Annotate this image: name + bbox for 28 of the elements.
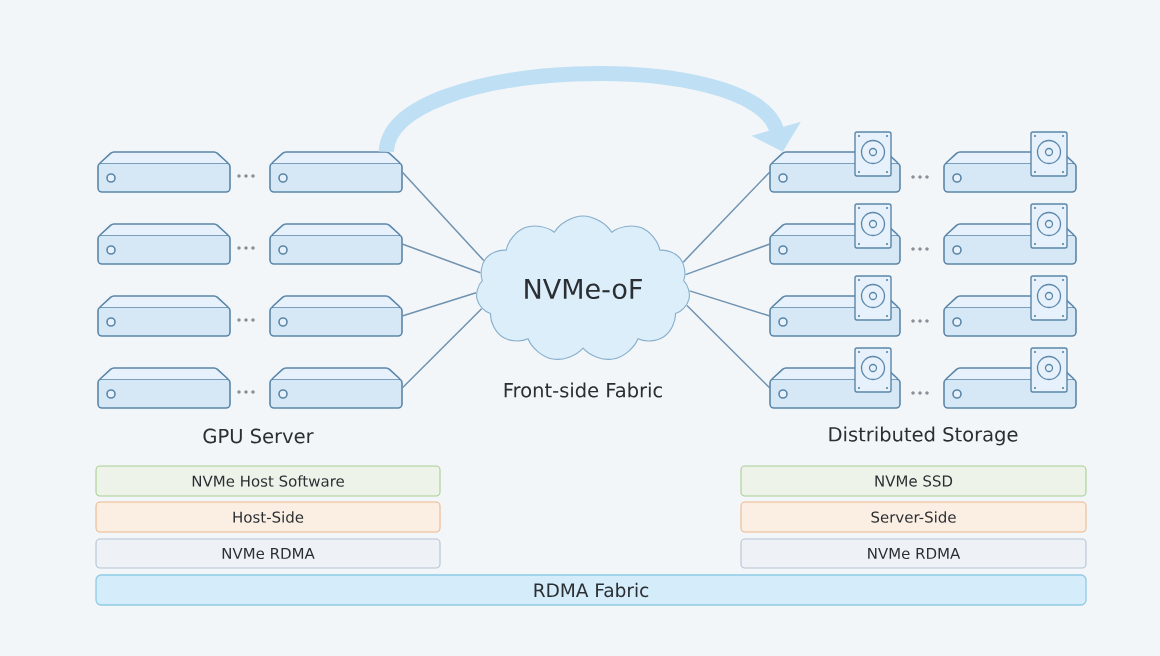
- server: [97, 151, 231, 193]
- layer-bar: Server-Side: [740, 501, 1087, 533]
- server: [269, 223, 403, 265]
- curved-arrow: [379, 66, 801, 155]
- server: [97, 223, 231, 265]
- server: [269, 295, 403, 337]
- node-label: Front-side Fabric: [504, 382, 662, 398]
- server: [97, 295, 231, 337]
- layer-bar: NVMe SSD: [740, 465, 1087, 497]
- connector-line: [401, 292, 477, 317]
- cloud: NVMe-oF: [476, 215, 690, 360]
- connector-line: [682, 171, 771, 263]
- layer-bar: NVMe RDMA: [95, 538, 441, 569]
- connector-line: [688, 290, 771, 317]
- layer-bar: NVMe Host Software: [95, 465, 441, 497]
- group-label: GPU Server: [203, 428, 314, 444]
- connector-line: [684, 243, 771, 276]
- server: [269, 151, 403, 193]
- connector-line: [686, 304, 771, 389]
- server: [97, 367, 231, 409]
- server: [269, 367, 403, 409]
- connector-line: [401, 307, 483, 389]
- layer-bar: RDMA Fabric: [95, 574, 1087, 606]
- layer-bar: NVMe RDMA: [740, 538, 1087, 569]
- layer-bar: Host-Side: [95, 501, 441, 533]
- connector-line: [401, 243, 482, 274]
- group-label: Distributed Storage: [829, 426, 1018, 446]
- connector-line: [401, 171, 485, 262]
